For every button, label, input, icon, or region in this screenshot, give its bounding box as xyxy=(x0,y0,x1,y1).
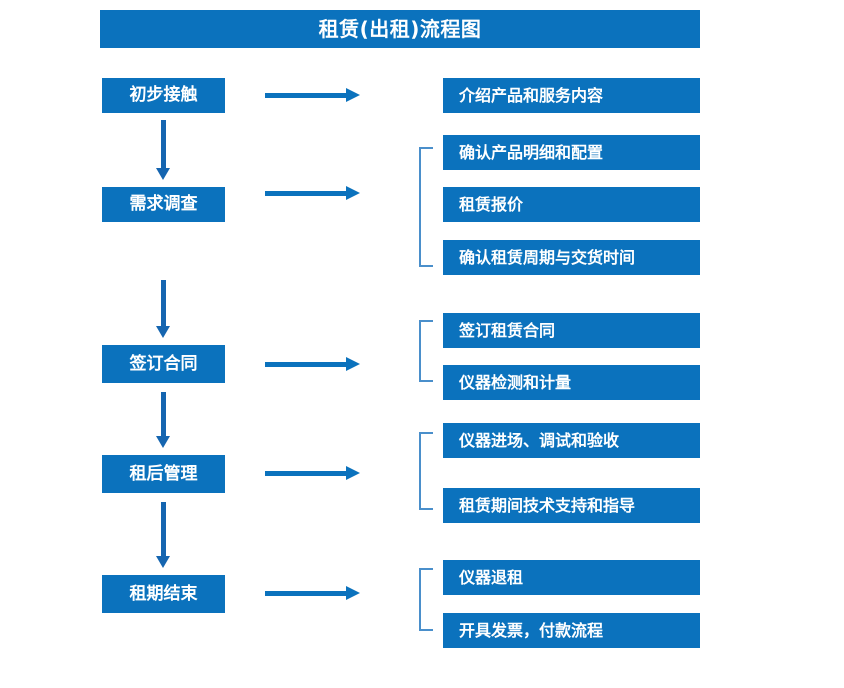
detail-label-3-1: 签订租赁合同 xyxy=(459,320,556,340)
stage-box-1[interactable]: 初步接触 xyxy=(102,78,225,113)
arrow-shaft xyxy=(161,120,166,168)
detail-label-2-1: 确认产品明细和配置 xyxy=(459,142,604,162)
vertical-arrow-4-to-5 xyxy=(156,502,171,568)
arrow-head-icon xyxy=(156,556,170,568)
group-bracket-2 xyxy=(419,147,433,267)
arrow-shaft xyxy=(265,471,348,476)
horizontal-arrow-3 xyxy=(265,357,360,371)
chart-title-bar: 租赁(出租)流程图 xyxy=(100,10,700,48)
detail-box-3-1[interactable]: 签订租赁合同 xyxy=(443,313,700,348)
arrow-head-icon xyxy=(346,586,360,600)
stage-label-1: 初步接触 xyxy=(129,85,198,105)
stage-box-3[interactable]: 签订合同 xyxy=(102,345,225,383)
arrow-head-icon xyxy=(156,168,170,180)
detail-label-5-2: 开具发票，付款流程 xyxy=(459,620,604,640)
detail-box-2-1[interactable]: 确认产品明细和配置 xyxy=(443,135,700,170)
detail-box-4-2[interactable]: 租赁期间技术支持和指导 xyxy=(443,488,700,523)
arrow-shaft xyxy=(265,591,348,596)
arrow-head-icon xyxy=(346,357,360,371)
detail-box-3-2[interactable]: 仪器检测和计量 xyxy=(443,365,700,400)
horizontal-arrow-4 xyxy=(265,466,360,480)
detail-label-2-2: 租赁报价 xyxy=(459,194,524,214)
detail-label-5-1: 仪器退租 xyxy=(459,567,524,587)
detail-box-1-1[interactable]: 介绍产品和服务内容 xyxy=(443,78,700,113)
arrow-head-icon xyxy=(156,326,170,338)
detail-label-1-1: 介绍产品和服务内容 xyxy=(459,85,604,105)
vertical-arrow-3-to-4 xyxy=(156,392,171,448)
arrow-shaft xyxy=(265,93,348,98)
arrow-shaft xyxy=(161,280,166,326)
detail-label-4-2: 租赁期间技术支持和指导 xyxy=(459,495,636,515)
arrow-shaft xyxy=(161,502,166,556)
stage-box-5[interactable]: 租期结束 xyxy=(102,575,225,613)
group-bracket-5 xyxy=(419,568,433,631)
group-bracket-4 xyxy=(419,432,433,510)
stage-label-3: 签订合同 xyxy=(129,353,198,374)
detail-label-4-1: 仪器进场、调试和验收 xyxy=(459,430,620,450)
arrow-head-icon xyxy=(346,186,360,200)
horizontal-arrow-2 xyxy=(265,186,360,200)
arrow-shaft xyxy=(161,392,166,436)
detail-box-5-2[interactable]: 开具发票，付款流程 xyxy=(443,613,700,648)
arrow-shaft xyxy=(265,191,348,196)
arrow-head-icon xyxy=(346,466,360,480)
detail-box-2-3[interactable]: 确认租赁周期与交货时间 xyxy=(443,240,700,275)
stage-label-5: 租期结束 xyxy=(129,583,198,604)
stage-box-4[interactable]: 租后管理 xyxy=(102,455,225,493)
arrow-head-icon xyxy=(156,436,170,448)
arrow-shaft xyxy=(265,362,348,367)
detail-label-2-3: 确认租赁周期与交货时间 xyxy=(459,247,636,267)
horizontal-arrow-5 xyxy=(265,586,360,600)
detail-box-5-1[interactable]: 仪器退租 xyxy=(443,560,700,595)
detail-box-4-1[interactable]: 仪器进场、调试和验收 xyxy=(443,423,700,458)
vertical-arrow-1-to-2 xyxy=(156,120,171,180)
group-bracket-3 xyxy=(419,320,433,382)
vertical-arrow-2-to-3 xyxy=(156,280,171,338)
stage-box-2[interactable]: 需求调查 xyxy=(102,187,225,222)
detail-label-3-2: 仪器检测和计量 xyxy=(459,372,572,392)
detail-box-2-2[interactable]: 租赁报价 xyxy=(443,187,700,222)
stage-label-2: 需求调查 xyxy=(129,194,198,214)
horizontal-arrow-1 xyxy=(265,88,360,102)
stage-label-4: 租后管理 xyxy=(129,463,198,484)
arrow-head-icon xyxy=(346,88,360,102)
page-title: 租赁(出租)流程图 xyxy=(318,17,482,41)
